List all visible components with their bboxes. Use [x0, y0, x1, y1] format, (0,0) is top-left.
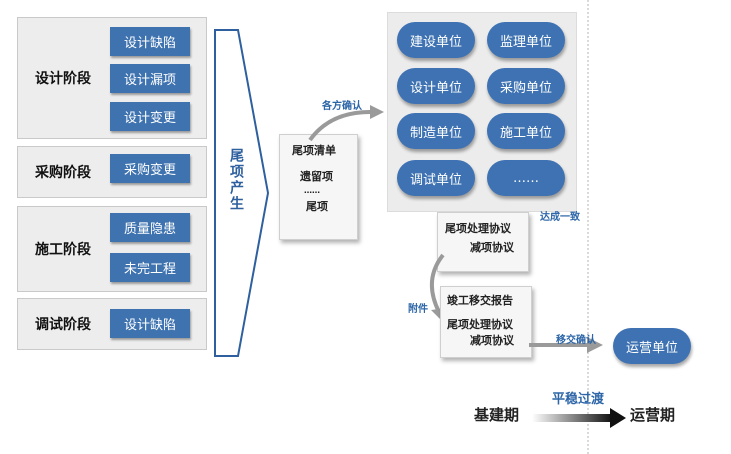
stage-commissioning-label: 调试阶段	[35, 317, 91, 333]
procurement-change-box: 采购变更	[110, 154, 190, 183]
design-change-box: 设计变更	[110, 102, 190, 131]
party-owner: 建设单位	[397, 22, 475, 58]
generation-chevron-arrow	[214, 29, 270, 357]
stage-design-label: 设计阶段	[35, 71, 91, 87]
party-designer: 设计单位	[397, 68, 475, 104]
party-manufacturer: 制造单位	[397, 113, 475, 149]
handover-label: 移交确认	[556, 335, 596, 346]
punch-list-document	[279, 134, 358, 240]
report-line1: 竣工移交报告	[447, 294, 513, 307]
commissioning-defect-box: 设计缺陷	[110, 309, 190, 338]
stage-construction-label: 施工阶段	[35, 242, 91, 258]
handover-report-document	[440, 286, 532, 358]
party-more: ……	[487, 160, 565, 196]
agree-label: 达成一致	[540, 212, 580, 223]
attach-label: 附件	[408, 304, 428, 315]
unfinished-work-box: 未完工程	[110, 253, 190, 282]
generation-label: 尾项产生	[228, 148, 244, 212]
handover-arrow	[529, 337, 603, 353]
punch-list-line1: 遗留项	[300, 170, 333, 183]
confirm-arrow	[308, 105, 384, 142]
punch-list-line2: 尾项	[306, 200, 328, 213]
agreement-line2: 减项协议	[470, 241, 514, 254]
party-supervisor: 监理单位	[487, 22, 565, 58]
quality-risk-box: 质量隐患	[110, 213, 190, 242]
report-line3: 减项协议	[470, 334, 514, 347]
punch-list-dots: ……	[304, 186, 320, 195]
punch-list-title: 尾项清单	[292, 144, 336, 157]
design-defect-box: 设计缺陷	[110, 27, 190, 56]
stage-procurement-label: 采购阶段	[35, 165, 91, 181]
design-omission-box: 设计漏项	[110, 64, 190, 93]
transition-label: 平稳过渡	[552, 392, 605, 407]
transition-arrow	[532, 408, 626, 428]
agreement-document	[437, 212, 529, 272]
agreement-line1: 尾项处理协议	[445, 222, 511, 235]
confirm-label: 各方确认	[322, 101, 362, 112]
party-procurement: 采购单位	[487, 68, 565, 104]
report-line2: 尾项处理协议	[447, 318, 513, 331]
operator-pill: 运营单位	[613, 328, 691, 364]
party-commissioning: 调试单位	[397, 160, 475, 196]
party-contractor: 施工单位	[487, 113, 565, 149]
phase-to-label: 运营期	[630, 406, 676, 424]
phase-divider-line	[587, 0, 589, 454]
phase-from-label: 基建期	[474, 406, 520, 424]
